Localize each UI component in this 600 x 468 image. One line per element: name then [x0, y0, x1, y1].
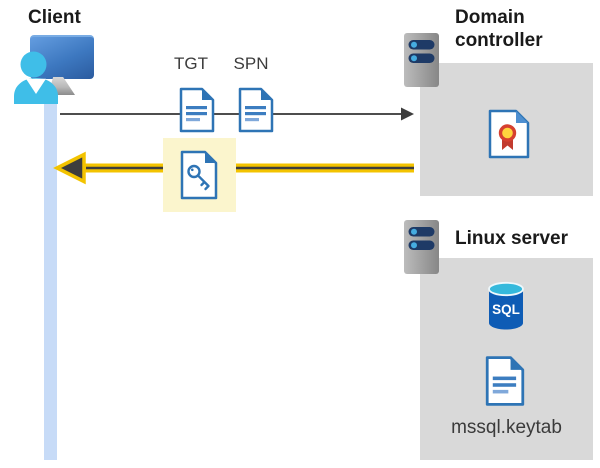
client-person-icon: [14, 51, 58, 104]
linux-server-label: Linux server: [455, 228, 568, 249]
spn-document-icon: [238, 87, 274, 133]
client-label: Client: [28, 7, 81, 28]
sql-database-icon: SQL: [488, 281, 524, 330]
linux-server-icon: [404, 220, 439, 274]
keytab-label: mssql.keytab: [451, 417, 562, 438]
tgt-label: TGT: [174, 54, 208, 73]
certificate-icon: [488, 109, 530, 159]
spn-label: SPN: [233, 54, 269, 73]
keytab-file-icon: [485, 356, 525, 406]
request-arrow: [60, 107, 414, 121]
tgt-document-icon: [179, 87, 215, 133]
domain-controller-server-icon: [404, 33, 439, 87]
key-ticket-icon: [180, 150, 218, 200]
sql-badge-text: SQL: [492, 302, 520, 317]
client-lifeline: [44, 94, 57, 460]
domain-controller-label: Domain controller: [455, 7, 543, 51]
